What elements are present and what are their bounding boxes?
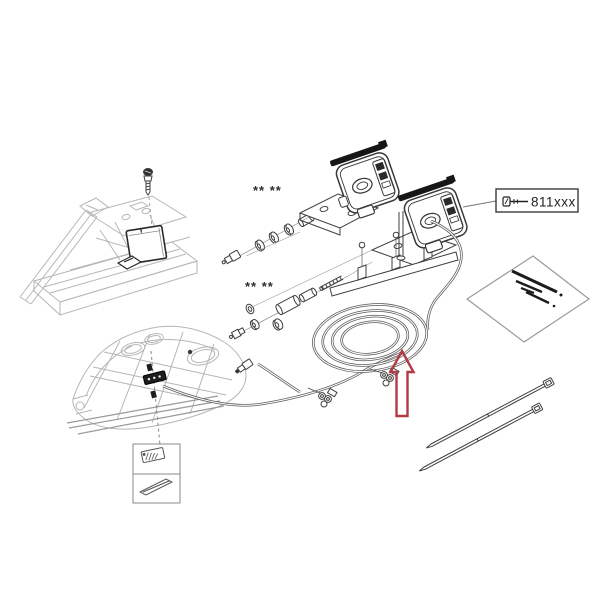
footnote-mark-upper: ** ** — [253, 183, 282, 198]
cable-ties — [418, 377, 555, 472]
cable-coil — [311, 303, 429, 373]
pedal-assembly-wireframe — [19, 195, 199, 316]
cable-end-connector — [235, 358, 254, 374]
exploded-chain-lower — [228, 275, 349, 340]
cable-clip-1 — [307, 387, 338, 408]
cable-tie — [425, 377, 555, 449]
part-number-text: 811xxx — [531, 195, 576, 210]
module-connector-oval — [351, 177, 373, 194]
hull-dot — [187, 349, 193, 355]
mount-kit-box — [132, 443, 181, 504]
footnote-mark-lower: ** ** — [245, 279, 274, 294]
module-connector-oval — [419, 212, 441, 229]
part-number-label: 811xxx — [462, 188, 579, 213]
hull-rails — [66, 395, 225, 435]
cable-tie-icon — [502, 196, 528, 207]
module-gasket-bar — [398, 177, 454, 202]
pedal-module-box — [116, 224, 168, 270]
exploded-chain-upper — [221, 211, 319, 265]
mounting-screw — [143, 168, 153, 228]
control-module-1 — [330, 139, 400, 219]
hull-cable-mount — [142, 349, 193, 446]
module-gasket-bar — [330, 142, 386, 167]
label-leader-line — [462, 200, 497, 208]
sheet-text-lines — [511, 269, 563, 308]
cable-mount-block — [142, 370, 167, 385]
cable-tie — [418, 402, 544, 472]
instruction-sheet — [465, 255, 591, 343]
highlight-arrow — [388, 348, 416, 418]
